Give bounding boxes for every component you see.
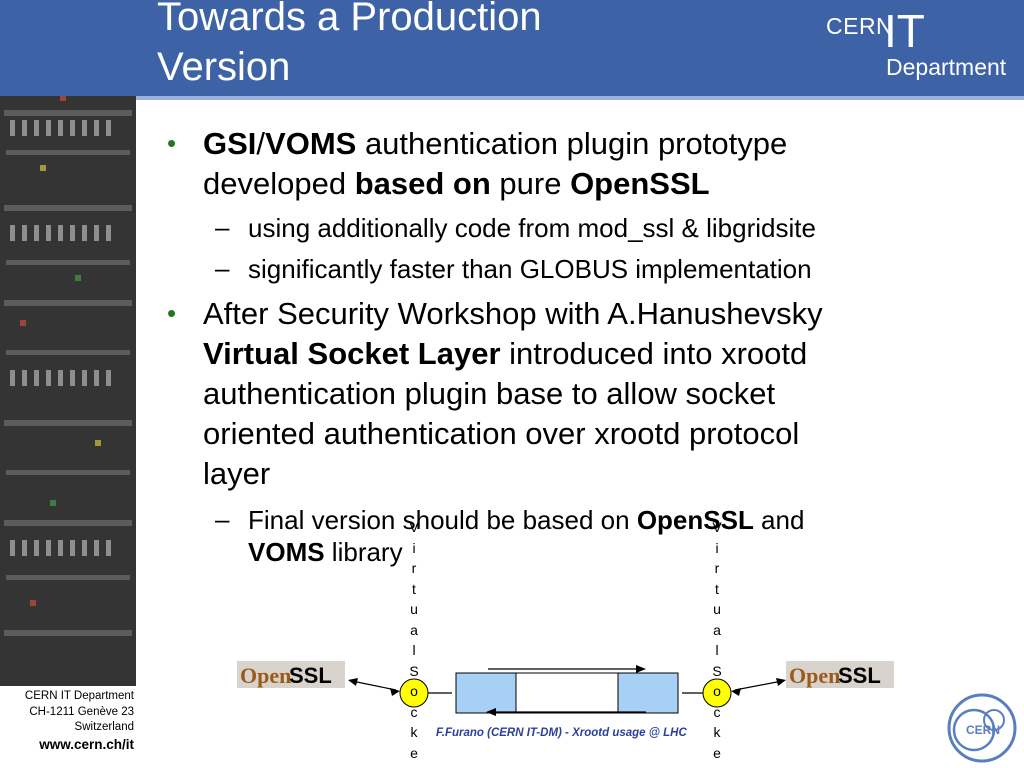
label-letter: c	[713, 703, 721, 720]
bullet-2-line-3: authentication plugin base to allow sock…	[203, 376, 776, 411]
label-letter: e	[713, 744, 721, 761]
label-letter: t	[715, 580, 719, 597]
label-letter: V	[712, 519, 722, 535]
based-on-term: based on	[354, 166, 491, 201]
title-line-1: Towards a Production	[157, 0, 542, 39]
label-letter: l	[715, 642, 719, 658]
bullet-2-line-5: layer	[203, 456, 271, 491]
address-block: CERN IT Department CH-1211 Genève 23 Swi…	[0, 686, 136, 768]
data-block-left	[455, 672, 517, 714]
cern-logo-text: CERN	[826, 13, 894, 39]
label-letter: S	[409, 662, 419, 679]
openssl-term: OpenSSL	[570, 166, 710, 201]
openssl-logo-open: Open	[789, 663, 841, 688]
openssl-logo-right: Open SSL	[786, 661, 894, 688]
label-letter: S	[712, 662, 722, 679]
bullet-marker: •	[167, 128, 177, 158]
label-letter: r	[714, 560, 720, 576]
label-letter: k	[410, 724, 418, 740]
slide-header	[0, 0, 1024, 96]
slash-text: /	[256, 126, 266, 161]
dash-marker: –	[215, 504, 230, 534]
label-letter: o	[410, 683, 418, 699]
sidebar-photo-panel: DM CERN IT Department CH-1211 Genève 23 …	[0, 0, 136, 768]
link-openssl-right	[734, 680, 783, 691]
slide-title: Towards a Production Version	[157, 0, 677, 92]
voms-term: VOMS	[265, 126, 357, 161]
label-letter: a	[713, 621, 721, 638]
arrowhead-socket-right	[731, 688, 741, 696]
arrowhead-openssl-left	[348, 678, 358, 686]
arrowhead-openssl-right	[776, 678, 786, 686]
label-letter: a	[410, 621, 418, 638]
virtual-socket-label-left: V i r t u a l S o c k e	[407, 517, 421, 763]
address-line-3: Switzerland	[74, 721, 134, 733]
bullet-2-line-4: oriented authentication over xrootd prot…	[203, 416, 800, 451]
label-letter: e	[410, 744, 418, 761]
bullet-1-text: GSI/VOMS authentication plugin prototype…	[203, 124, 1003, 204]
bullet-2-line-1: After Security Workshop with A.Hanushevs…	[203, 296, 823, 331]
sub-bullet-2-1-text-a: Final version should be based on	[248, 505, 637, 535]
bullet-1-line-2-text-b: pure	[490, 166, 571, 201]
virtual-socket-layer-term: Virtual Socket Layer	[203, 336, 501, 371]
gsi-term: GSI	[203, 126, 257, 161]
arrowhead-left	[486, 708, 496, 716]
label-letter: r	[411, 560, 417, 576]
it-logo-text: IT	[884, 5, 925, 57]
label-letter: i	[715, 539, 719, 556]
header-divider	[136, 96, 1024, 100]
arrowhead-socket-left	[390, 688, 400, 696]
bullet-1-line-1-text: authentication plugin prototype	[356, 126, 788, 161]
bullet-marker: •	[167, 298, 177, 328]
label-letter: i	[412, 539, 416, 556]
sub-bullet-2-1-text-b: and	[753, 505, 805, 535]
svg-text:CERN: CERN	[966, 723, 1000, 737]
openssl-logo-left: Open SSL	[237, 661, 345, 688]
label-letter: k	[713, 724, 721, 740]
dash-marker: –	[215, 253, 230, 283]
label-letter: V	[409, 519, 419, 535]
openssl-logo-ssl: SSL	[289, 663, 332, 688]
website-url[interactable]: www.cern.ch/it	[39, 737, 134, 752]
sub-bullet-1-2: significantly faster than GLOBUS impleme…	[248, 254, 812, 284]
bullet-2-text: After Security Workshop with A.Hanushevs…	[203, 294, 1003, 494]
arrowhead-right	[636, 665, 646, 673]
address-line-1: CERN IT Department	[24, 690, 134, 702]
label-letter: l	[412, 642, 416, 658]
data-block-right	[617, 672, 679, 714]
sub-bullet-2-1: Final version should be based on OpenSSL…	[248, 504, 1008, 568]
virtual-socket-label-right: V i r t u a l S o c k e	[710, 517, 724, 763]
department-logo-text: Department	[886, 54, 1007, 80]
server-rack-background	[0, 0, 136, 686]
footer-credit: F.Furano (CERN IT-DM) - Xrootd usage @ L…	[436, 727, 687, 739]
bullet-1-line-2-text-a: developed	[203, 166, 355, 201]
cern-seal-logo: CERN	[947, 693, 1017, 763]
bullet-2-line-2-text: introduced into xrootd	[500, 336, 808, 371]
sub-bullet-2-1-text-c: library	[324, 537, 403, 567]
label-letter: c	[410, 703, 418, 720]
openssl-logo-open: Open	[240, 663, 292, 688]
dash-marker: –	[215, 212, 230, 242]
address-line-2: CH-1211 Genève 23	[29, 706, 134, 718]
data-channel	[515, 672, 619, 714]
label-letter: u	[410, 601, 418, 617]
title-line-2: Version	[157, 45, 291, 89]
link-openssl-left	[351, 680, 397, 691]
label-letter: t	[412, 580, 416, 597]
openssl-term: OpenSSL	[636, 505, 754, 535]
voms-term: VOMS	[248, 537, 325, 567]
openssl-logo-ssl: SSL	[838, 663, 881, 688]
sub-bullet-1-1: using additionally code from mod_ssl & l…	[248, 213, 816, 243]
label-letter: o	[713, 683, 721, 699]
label-letter: u	[713, 601, 721, 617]
